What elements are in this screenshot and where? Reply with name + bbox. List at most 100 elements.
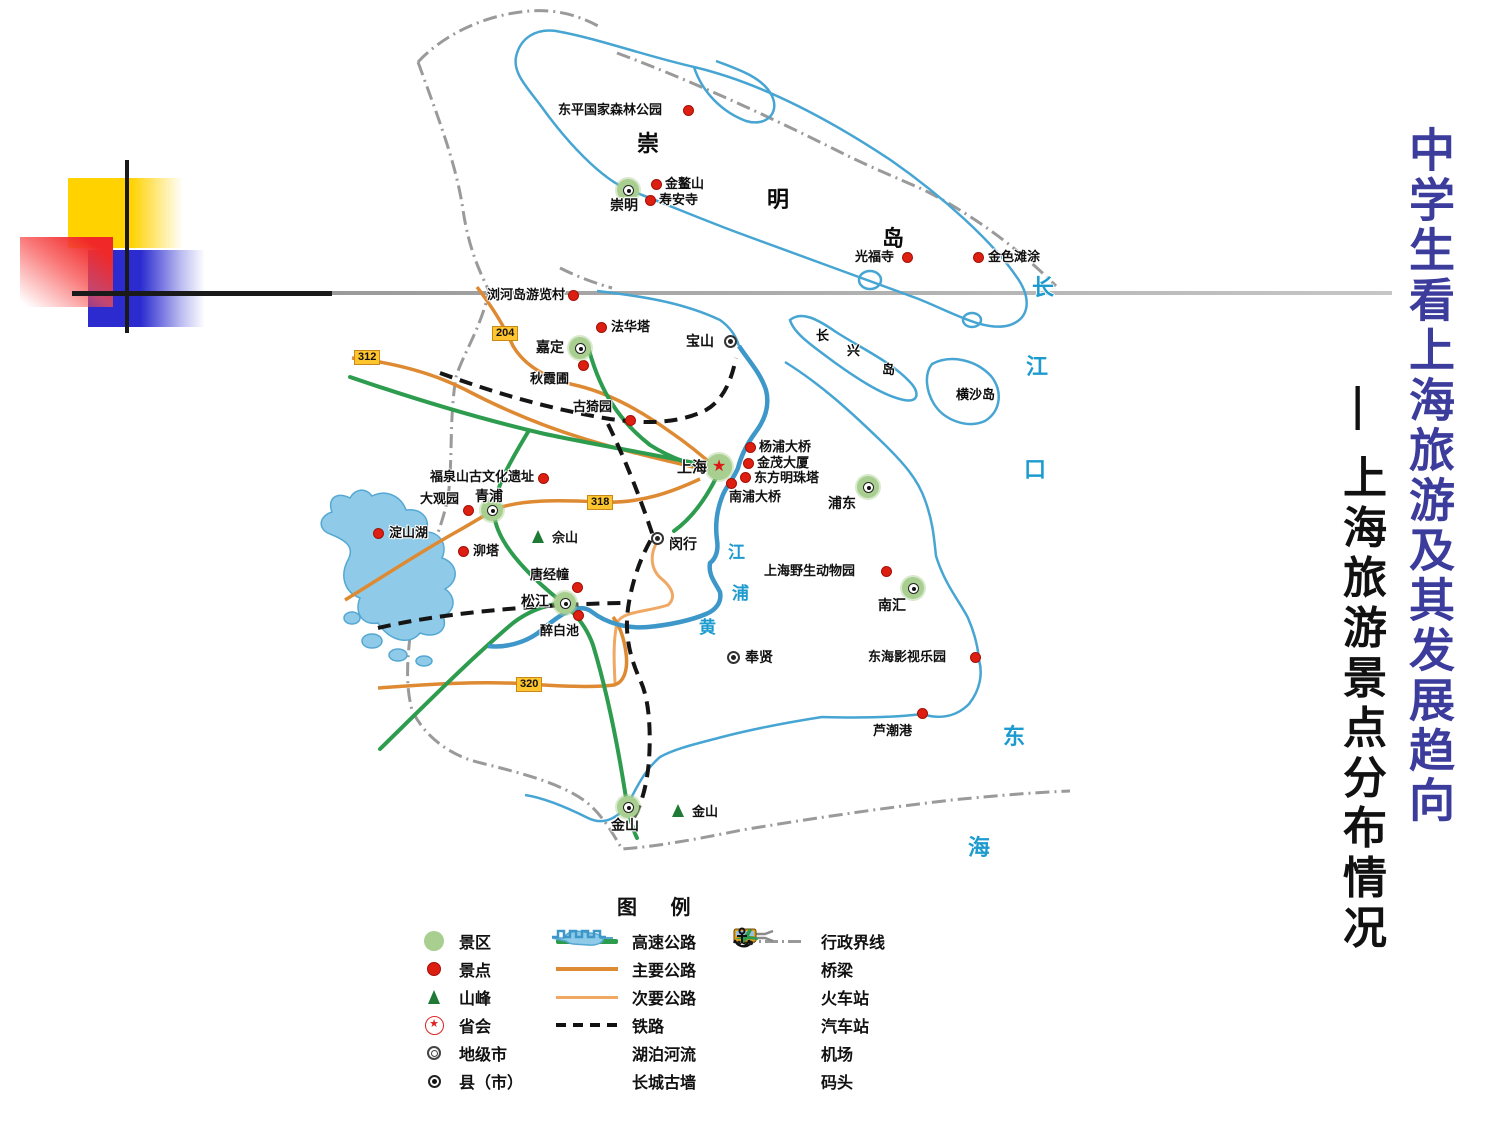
scenic-area-marker [569, 337, 591, 359]
map-label: 金山 [611, 817, 639, 833]
map-label: 岛 [882, 226, 905, 251]
map-label: 口 [1024, 457, 1047, 482]
legend-label: 行政界线 [821, 935, 886, 952]
pudong-coast [524, 360, 982, 823]
map-label: 海 [968, 835, 991, 860]
legend-row: 长城古墙 [550, 929, 696, 1095]
road-number-badge: 204 [492, 326, 519, 341]
legend-label: 主要公路 [632, 963, 697, 980]
capital-icon: ★ [424, 1015, 444, 1035]
spot-marker [463, 505, 474, 516]
huangpu-river [487, 344, 770, 649]
spot-marker [568, 290, 579, 301]
map-label: 浦 [732, 584, 749, 603]
legend-column-symbols: 景区景点山峰★省会地级市县（市） [417, 927, 523, 1095]
map-label: 兴 [847, 343, 861, 358]
spot-marker [902, 252, 913, 263]
scenic-area-marker [857, 476, 879, 498]
spot-marker [538, 473, 549, 484]
spot-marker [881, 566, 892, 577]
legend-row: 景区 [417, 927, 523, 955]
main-roads [344, 285, 719, 690]
changxing-island [788, 314, 918, 402]
map-label: 长 [1032, 275, 1055, 300]
legend-row: 火车站 [733, 928, 885, 1011]
map-label: 法华塔 [611, 319, 651, 334]
map-label: 寿安寺 [659, 192, 699, 207]
map-label: 古猗园 [573, 399, 613, 414]
map-label: 福泉山古文化遗址 [430, 469, 535, 484]
city-marker [651, 532, 664, 545]
legend-label: 山峰 [459, 991, 492, 1008]
legend-row: 主要公路 [550, 955, 696, 983]
map-label: 光福寺 [855, 249, 895, 264]
legend-row: 汽车站 [733, 928, 885, 1039]
map-label: 浦东 [828, 495, 856, 511]
map-label: 金山 [692, 804, 719, 819]
map-label: 金色滩涂 [988, 249, 1041, 264]
spot-marker [578, 360, 589, 371]
map-label: 东方明珠塔 [754, 470, 820, 485]
capital-marker: ★ [706, 454, 732, 480]
slide-subtitle: — 上海旅游景点分布情况 [1336, 386, 1385, 955]
legend-row: 地级市 [417, 1039, 523, 1067]
map-label: 江 [1026, 354, 1049, 379]
legend-label: 次要公路 [632, 991, 697, 1008]
county-seat-icon [863, 482, 874, 493]
legend-title: 图 例 [617, 897, 705, 919]
islet-1 [857, 269, 883, 291]
map-label: 佘山 [552, 530, 579, 545]
legend-symbol [417, 931, 451, 951]
map-label: 南汇 [878, 597, 906, 613]
capital-star-icon: ★ [711, 458, 727, 475]
scenic-area-icon [424, 931, 444, 951]
deco-black-rule [72, 291, 332, 296]
map-label: 闵行 [669, 536, 697, 552]
chongming-creek [692, 59, 776, 124]
map-label: 黄 [699, 618, 716, 637]
map-label: 嘉定 [536, 339, 564, 355]
legend-row: 山峰 [417, 983, 523, 1011]
legend-symbol [417, 1074, 451, 1088]
spot-marker [373, 528, 384, 539]
spot-marker [743, 458, 754, 469]
county-seat-icon [908, 583, 919, 594]
legend-symbol: ★ [417, 1015, 451, 1035]
map-label: 东 [1003, 724, 1026, 749]
legend-row: 码头 [733, 927, 885, 1095]
north-coast [596, 289, 741, 347]
legend-symbol [550, 995, 624, 999]
spot-marker [973, 252, 984, 263]
deco-gray-rule [330, 291, 1392, 295]
map-label: 宝山 [686, 333, 714, 349]
map-label: 上海 [677, 459, 708, 476]
map-label: 崇 [637, 131, 660, 156]
county-seat-icon [487, 505, 498, 516]
spot-marker [745, 442, 756, 453]
map-label: 松江 [521, 593, 549, 609]
slide-title: 中学生看上海旅游及其发展趋向 [1403, 126, 1455, 826]
legend-symbol [417, 1046, 451, 1060]
legend-row: 景点 [417, 955, 523, 983]
map-label: 明 [767, 187, 790, 212]
map-label: 大观园 [420, 491, 460, 506]
main-road-line-icon [556, 967, 618, 971]
legend-row: 铁路 [550, 1011, 696, 1039]
spot-marker [726, 478, 737, 489]
city-marker [724, 335, 737, 348]
map-label: 南浦大桥 [729, 489, 782, 504]
map-label: 杨浦大桥 [759, 439, 812, 454]
spot-marker [740, 472, 751, 483]
map-label: 金鳌山 [665, 176, 705, 191]
legend-row: 次要公路 [550, 983, 696, 1011]
map-label: 秋霞圃 [530, 371, 570, 386]
road-number-badge: 318 [587, 495, 614, 510]
prefecture-city-icon [427, 1046, 441, 1060]
road-number-badge: 320 [516, 677, 543, 692]
legend-label: 景区 [459, 935, 492, 952]
map-legend: 图 例 景区景点山峰★省会地级市县（市） 高速公路主要公路次要公路铁路湖泊河流长… [405, 885, 1017, 1105]
legend-column-misc: 行政界线桥梁火车站汽车站机场码头 [733, 927, 885, 1095]
spot-marker [572, 582, 583, 593]
spot-marker [573, 610, 584, 621]
